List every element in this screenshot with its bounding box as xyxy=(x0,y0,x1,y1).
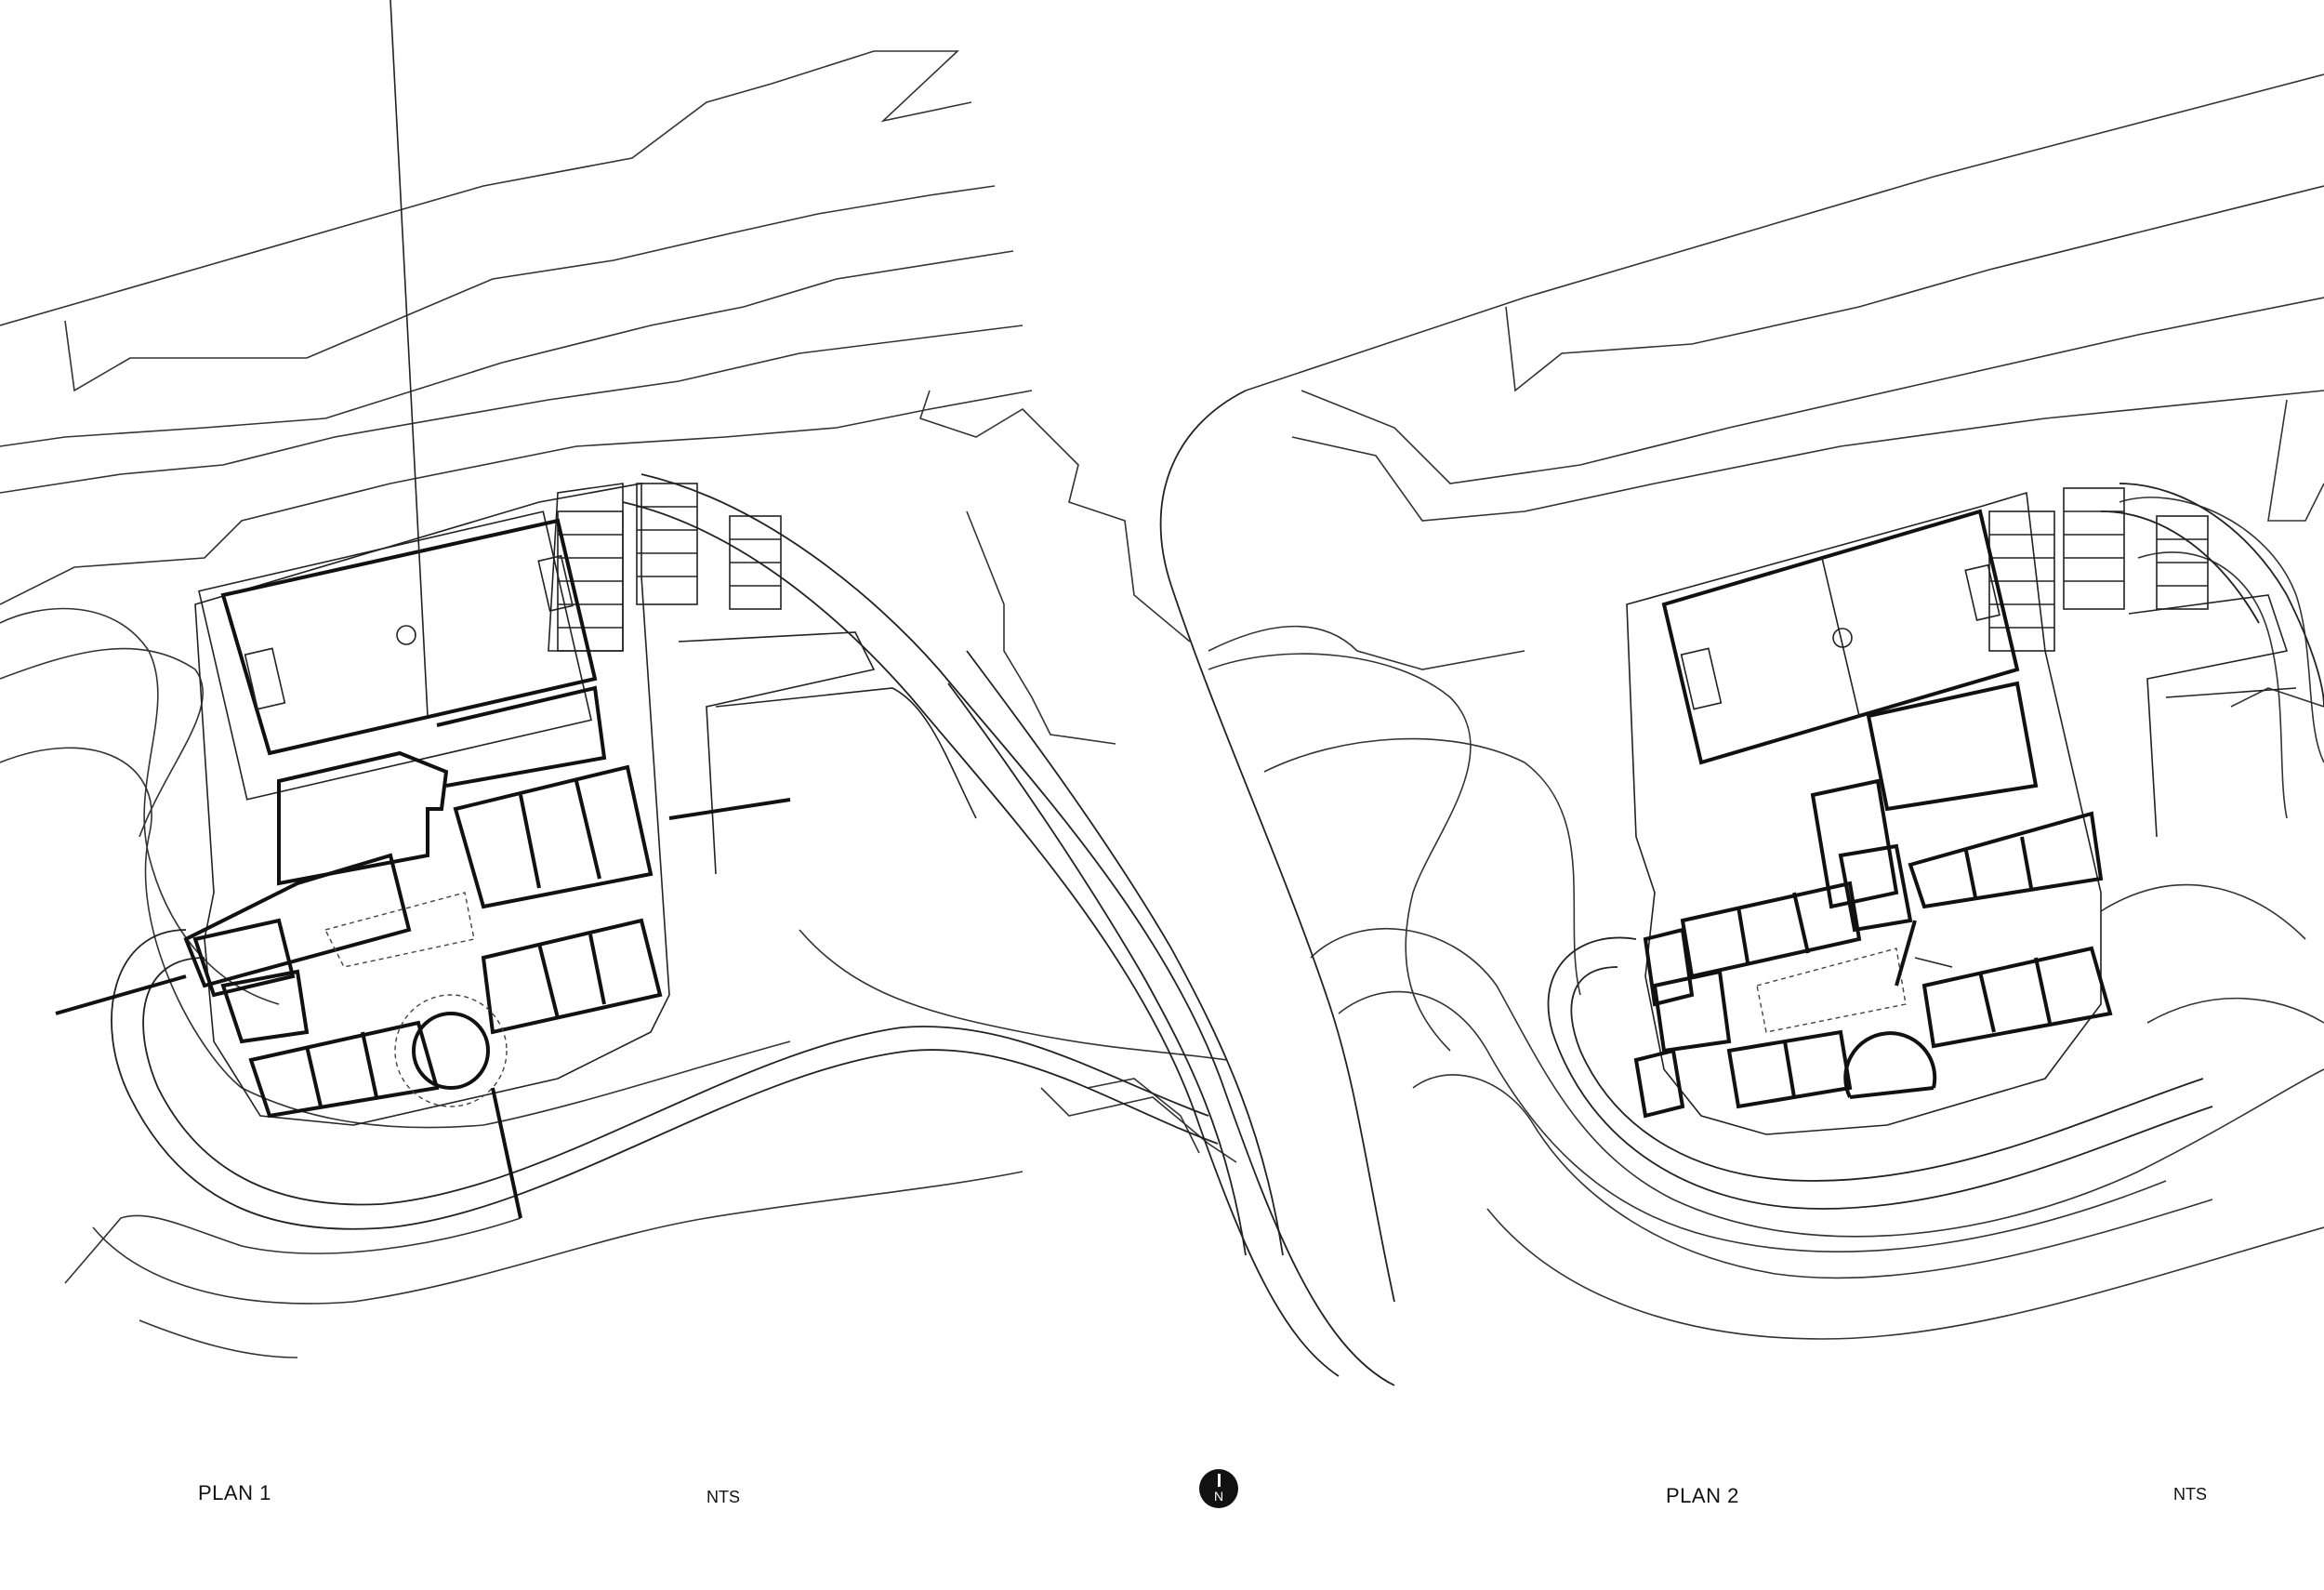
plan-1-buildings xyxy=(55,0,791,1219)
plan-2-title: PLAN 2 xyxy=(1666,1484,1739,1507)
north-arrow-letter: N xyxy=(1213,1489,1224,1504)
plan-1-parking xyxy=(557,483,782,652)
plan-2-parking xyxy=(1988,487,2209,652)
plan-2-buildings xyxy=(1633,509,2113,1119)
plan-2-road xyxy=(1159,390,2324,1303)
plan-1-site-boundary xyxy=(194,483,977,1126)
plan-1-road xyxy=(111,473,1395,1386)
plan-1-scale: NTS xyxy=(706,1488,740,1506)
plan-2-scale: NTS xyxy=(2173,1485,2207,1504)
plan-1-contours xyxy=(0,50,1237,1358)
plan-2-drawing xyxy=(1159,73,2324,1340)
plan-2-contours xyxy=(1208,73,2324,1340)
north-arrow-icon: N xyxy=(1199,1469,1238,1508)
plan-1-drawing xyxy=(0,0,1395,1386)
plan-1-title: PLAN 1 xyxy=(198,1481,271,1504)
north-arrow-needle xyxy=(1217,1474,1221,1487)
plan-2-site-boundary xyxy=(1626,491,2297,1135)
